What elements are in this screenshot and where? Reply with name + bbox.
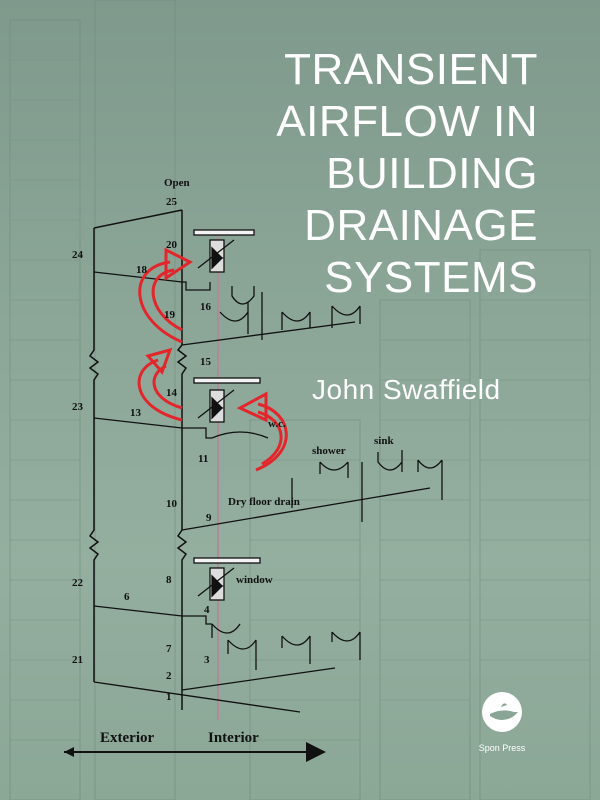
node-25: 25 — [166, 196, 178, 208]
node-24: 24 — [72, 249, 84, 261]
node-11: 11 — [198, 453, 208, 465]
title-line-2: AIRFLOW IN — [276, 97, 538, 146]
label-shower: shower — [312, 445, 346, 457]
node-18: 18 — [136, 264, 148, 276]
main-stack — [88, 209, 188, 710]
branch-lines — [93, 271, 431, 713]
air-valves — [193, 229, 261, 601]
node-14: 14 — [166, 387, 178, 399]
node-16: 16 — [200, 301, 212, 313]
fixtures-floor-1 — [211, 623, 361, 670]
label-wc: w.c. — [268, 418, 286, 430]
node-9: 9 — [206, 512, 212, 524]
node-4: 4 — [204, 604, 210, 616]
node-22: 22 — [72, 577, 84, 589]
label-open: Open — [164, 177, 190, 189]
book-title: TRANSIENT AIRFLOW IN BUILDING DRAINAGE S… — [178, 44, 538, 304]
label-dry-floor-drain: Dry floor drain — [228, 496, 300, 508]
node-15: 15 — [200, 356, 212, 368]
node-21: 21 — [72, 654, 83, 666]
node-19: 19 — [164, 309, 176, 321]
publisher-logo: Spon Press — [478, 690, 526, 753]
node-6: 6 — [124, 591, 130, 603]
node-1: 1 — [166, 691, 172, 703]
title-line-4: DRAINAGE — [304, 201, 538, 250]
node-23: 23 — [72, 401, 84, 413]
title-line-5: SYSTEMS — [324, 253, 538, 302]
label-interior: Interior — [208, 730, 259, 746]
fixtures-floor-3 — [219, 286, 361, 340]
fixtures-floor-2 — [211, 431, 443, 522]
publisher-name: Spon Press — [478, 743, 526, 753]
node-8: 8 — [166, 574, 172, 586]
title-line-3: BUILDING — [326, 149, 538, 198]
node-13: 13 — [130, 407, 142, 419]
axis-left-arrowhead — [64, 747, 74, 757]
node-10: 10 — [166, 498, 178, 510]
lamp-icon — [482, 692, 522, 732]
label-exterior: Exterior — [100, 730, 154, 746]
book-author: John Swaffield — [312, 374, 501, 405]
node-7: 7 — [166, 643, 172, 655]
node-2: 2 — [166, 670, 172, 682]
label-sink: sink — [374, 435, 394, 447]
title-line-1: TRANSIENT — [284, 45, 538, 94]
node-3: 3 — [204, 654, 210, 666]
label-window: window — [236, 574, 273, 586]
airflow-arrows — [137, 247, 288, 472]
node-20: 20 — [166, 239, 178, 251]
